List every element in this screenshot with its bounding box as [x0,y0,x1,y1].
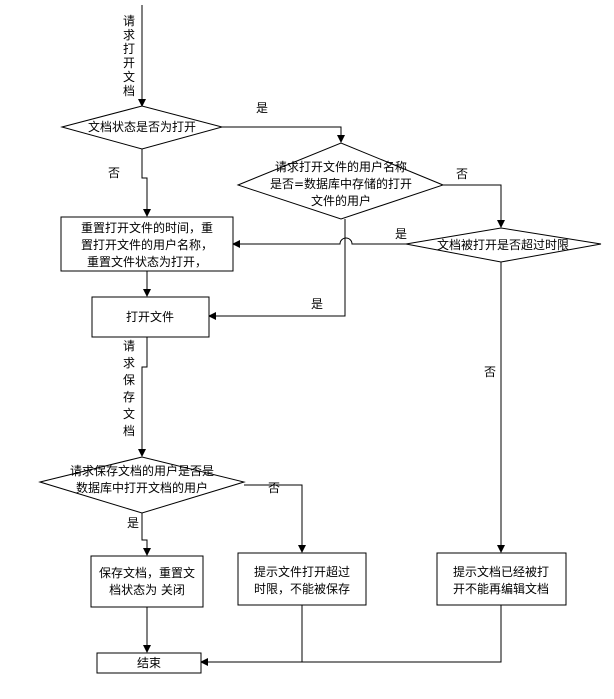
process-end [96,652,202,674]
save-request-label-4: 文 [123,406,135,421]
user-match-text-0: 请求打开文件的用户名称 [275,159,407,174]
reset-text-2: 重置文件状态为打开， [87,254,207,269]
start-label-4: 文 [123,69,135,84]
reset-text-0: 重置打开文件的时间，重 [81,220,213,235]
start-label-1: 求 [123,28,135,42]
start-label-3: 开 [123,56,135,70]
decision-doc-status [60,105,224,150]
save-user-text-0: 请求保存文档的用户是否是 [70,463,214,478]
start-label-5: 档 [123,84,135,98]
decision-save-user [38,456,246,514]
timeout-text: 文档被打开是否超过时限 [437,237,569,252]
timeout-msg-text-1: 时限，不能被保存 [254,582,350,596]
edge-user-yes [208,219,346,320]
save-request-label-3: 存 [123,390,135,404]
edge-label-save-no: 否 [268,481,280,495]
process-locked-msg [436,552,567,606]
save-doc-text-0: 保存文档，重置文 [99,565,195,580]
edge-label-user-no: 否 [456,167,468,181]
edge-label-save-yes: 是 [127,516,139,530]
process-save-doc [90,555,204,608]
edge-label-timeout-no: 否 [484,365,496,379]
start-label-2: 打 [123,42,135,56]
edge-status-no [141,149,151,217]
decision-timeout [405,227,602,263]
edge-status-yes [222,126,345,143]
open-file-text: 打开文件 [126,309,174,324]
edge-timeout-yes [232,237,406,248]
edge-locked-end [200,605,502,666]
save-user-text-1: 数据库中打开文档的用户 [76,480,208,495]
process-reset [60,216,234,272]
process-open-file [91,296,210,338]
edge-save-no [244,484,306,553]
connectors [138,5,505,666]
reset-text-1: 置打开文件的用户名称， [81,237,213,252]
save-request-label-1: 求 [123,356,135,370]
user-match-text-1: 是否=数据库中存储的打开 [270,176,412,191]
edge-save-yes [141,513,151,556]
edge-user-no [443,184,505,228]
user-match-text-2: 文件的用户 [311,193,371,208]
edge-label-status-yes: 是 [256,101,268,115]
timeout-msg-text-0: 提示文件打开超过 [254,564,350,579]
edge-label-timeout-yes: 是 [395,227,407,241]
edge-label-user-yes: 是 [311,297,323,311]
start-label-0: 请 [123,14,135,28]
end-text: 结束 [137,656,161,670]
locked-msg-text-1: 开不能再编辑文档 [453,581,549,596]
decision-user-match [236,142,445,220]
edge-open-save [138,337,148,457]
save-request-label-5: 档 [123,424,135,438]
save-doc-text-1: 档状态为 关闭 [109,583,185,597]
process-timeout-msg [237,552,367,606]
edge-label-status-no: 否 [108,166,120,180]
save-request-label-0: 请 [123,339,135,353]
doc-status-text: 文档状态是否为打开 [88,119,196,134]
locked-msg-text-0: 提示文档已经被打 [453,564,549,579]
save-request-label-2: 保 [123,373,135,387]
